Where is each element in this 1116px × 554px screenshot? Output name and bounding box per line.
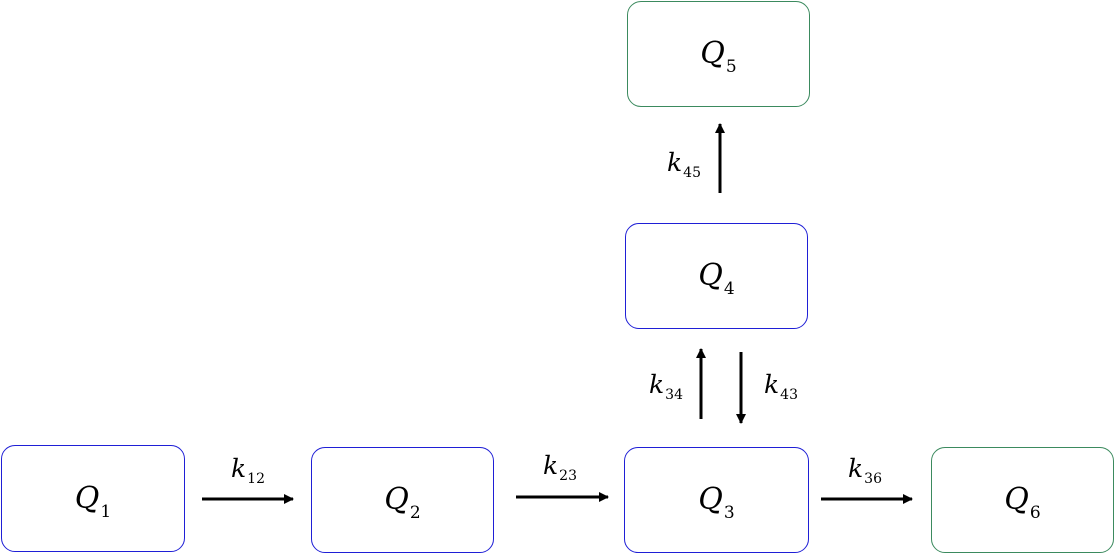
compartment-q2: Q2 — [311, 447, 494, 553]
compartment-q2-label: Q2 — [384, 482, 421, 523]
rate-label-k34: k34 — [649, 370, 683, 403]
rate-label-k43: k43 — [764, 370, 798, 403]
rate-label-k45: k45 — [667, 148, 701, 181]
rate-label-k12: k12 — [231, 454, 265, 487]
compartment-q4-label: Q4 — [698, 258, 735, 299]
compartment-q4: Q4 — [625, 223, 808, 329]
compartment-q5-label: Q5 — [700, 36, 737, 77]
rate-label-k36: k36 — [848, 454, 882, 487]
compartment-q6: Q6 — [931, 447, 1114, 553]
compartment-q3-label: Q3 — [698, 482, 735, 523]
compartment-q3: Q3 — [624, 447, 809, 553]
rate-label-k23: k23 — [543, 451, 577, 484]
compartment-q5: Q5 — [627, 1, 810, 107]
compartment-q1-label: Q1 — [74, 480, 112, 522]
compartment-q6-label: Q6 — [1004, 482, 1041, 523]
compartment-q1: Q1 — [1, 445, 185, 552]
